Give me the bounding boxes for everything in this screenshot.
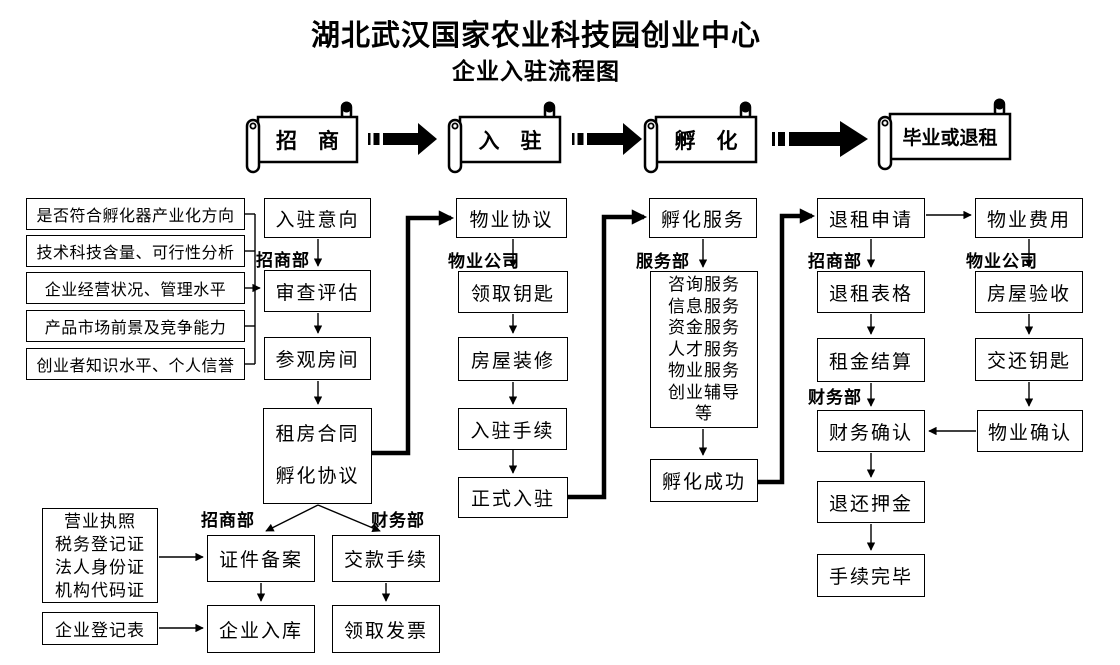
- flow-box-enterprise-into-database: 企业入库: [207, 605, 315, 653]
- criteria-box-operation-management: 企业经营状况、管理水平: [26, 272, 245, 304]
- dept-label-zhaoshangbu-3: 招商部: [201, 511, 255, 530]
- scroll-shape-biye: [877, 98, 1012, 171]
- flow-box-property-confirmation: 物业确认: [977, 410, 1083, 452]
- page-subtitle: 企业入驻流程图: [452, 59, 620, 84]
- flow-box-receive-keys: 领取钥匙: [458, 271, 568, 313]
- flow-box-receive-invoice: 领取发票: [332, 605, 440, 653]
- flow-box-deposit-refund: 退还押金: [817, 481, 925, 523]
- flow-box-lease-termination-application: 退租申请: [817, 198, 925, 238]
- flow-box-review-assessment: 审查评估: [264, 270, 371, 312]
- scroll-banner-shapes: [245, 98, 1012, 174]
- flow-box-lease-termination-form: 退租表格: [817, 271, 925, 313]
- banner-biye-tuizu: 毕业或退租: [902, 128, 998, 149]
- criteria-bracket: [245, 213, 261, 365]
- flow-arrows: [159, 210, 1034, 633]
- banner-fuhua: 孵 化: [674, 128, 738, 153]
- scroll-shape-zhaoshang: [245, 101, 359, 174]
- flow-box-room-renovation: 房屋装修: [458, 337, 568, 381]
- flow-box-enterprise-registration-form: 企业登记表: [42, 612, 158, 645]
- flow-box-property-agreement: 物业协议: [456, 198, 567, 238]
- dept-label-wuyegongsi-1: 物业公司: [448, 252, 520, 271]
- banner-zhaoshang: 招 商: [276, 128, 339, 153]
- flow-box-incubation-success: 孵化成功: [650, 459, 758, 502]
- flow-box-incubation-services: 孵化服务: [649, 198, 757, 238]
- dept-label-caiwubu-1: 财务部: [808, 388, 862, 407]
- striped-arrow-1: [368, 123, 437, 155]
- flow-box-finance-confirmation: 财务确认: [817, 410, 925, 452]
- striped-arrow-3: [772, 121, 868, 157]
- criteria-box-market-competitiveness: 产品市场前景及竞争能力: [26, 310, 245, 342]
- flow-box-lease-incubation-agreement: 租房合同 孵化协议: [263, 408, 372, 504]
- flow-box-room-inspection: 房屋验收: [975, 271, 1083, 313]
- flow-box-service-list: 咨询服务 信息服务 资金服务 人才服务 物业服务 创业辅导 等: [650, 271, 758, 428]
- flow-box-visit-rooms: 参观房间: [264, 337, 371, 380]
- flow-box-return-keys: 交还钥匙: [975, 338, 1083, 381]
- flow-box-required-documents: 营业执照 税务登记证 法人身份证 机构代码证: [42, 508, 158, 603]
- striped-arrow-2: [572, 123, 642, 155]
- flow-box-rent-settlement: 租金结算: [817, 338, 925, 382]
- scroll-shape-ruzhu: [447, 101, 562, 174]
- flow-box-entry-procedures: 入驻手续: [458, 408, 567, 450]
- striped-arrows: [368, 121, 868, 157]
- thick-connectors: [372, 208, 816, 500]
- flow-box-official-entry: 正式入驻: [458, 477, 568, 518]
- dept-label-wuyegongsi-2: 物业公司: [966, 252, 1038, 271]
- criteria-box-tech-feasibility: 技术科技含量、可行性分析: [26, 235, 245, 267]
- scroll-shape-fuhua: [643, 101, 758, 174]
- criteria-box-incubator-direction: 是否符合孵化器产业化方向: [26, 198, 245, 230]
- flow-box-property-fees: 物业费用: [975, 198, 1083, 238]
- dept-label-caiwubu-2: 财务部: [371, 511, 425, 530]
- flow-box-entry-intention: 入驻意向: [264, 198, 371, 238]
- dept-label-fuwubu: 服务部: [636, 252, 690, 271]
- criteria-box-founder-reputation: 创业者知识水平、个人信誉: [26, 348, 245, 380]
- flow-box-payment-procedure: 交款手续: [332, 535, 440, 582]
- dept-label-zhaoshangbu-1: 招商部: [256, 251, 310, 270]
- flow-box-certificate-filing: 证件备案: [207, 535, 315, 582]
- page-title: 湖北武汉国家农业科技园创业中心: [310, 20, 761, 52]
- flow-box-procedure-complete: 手续完毕: [817, 554, 925, 597]
- banner-ruzhu: 入 驻: [478, 128, 542, 153]
- dept-label-zhaoshangbu-2: 招商部: [808, 252, 862, 271]
